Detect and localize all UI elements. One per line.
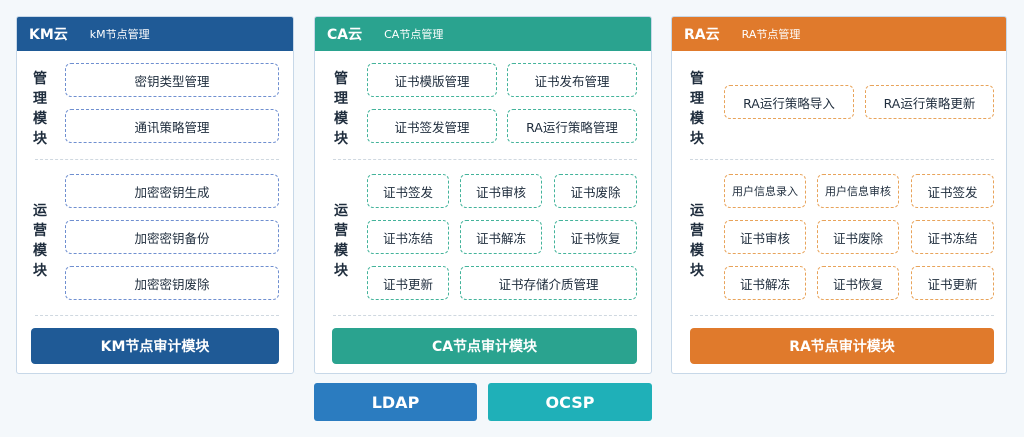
ra-ops-item[interactable]: 证书废除 — [817, 220, 899, 254]
km-ops-label: 运营模块 — [33, 203, 47, 279]
km-cloud-panel: KM云 kM节点管理 管理模块 密钥类型管理 通讯策略管理 运营模块 加密密钥生… — [16, 16, 294, 374]
ocsp-button[interactable]: OCSP — [488, 383, 652, 421]
ca-cloud-panel: CA云 CA节点管理 管理模块 证书模版管理 证书发布管理 证书签发管理 RA运… — [314, 16, 652, 374]
ca-mgmt-item[interactable]: 证书发布管理 — [507, 63, 637, 97]
ra-panel-header: RA云 RA节点管理 — [672, 17, 1006, 51]
ca-ops-item[interactable]: 证书恢复 — [554, 220, 637, 254]
ra-ops-item[interactable]: 证书解冻 — [724, 266, 806, 300]
ca-divider — [333, 315, 637, 316]
km-title: KM云 — [29, 27, 68, 43]
km-ops-item[interactable]: 加密密钥废除 — [65, 266, 279, 300]
ca-panel-header: CA云 CA节点管理 — [315, 17, 651, 51]
ra-ops-item[interactable]: 证书更新 — [911, 266, 994, 300]
ca-ops-item[interactable]: 证书解冻 — [460, 220, 542, 254]
ra-ops-item[interactable]: 证书审核 — [724, 220, 806, 254]
ra-ops-item[interactable]: 证书恢复 — [817, 266, 899, 300]
ca-mgmt-item[interactable]: RA运行策略管理 — [507, 109, 637, 143]
ra-title: RA云 — [684, 27, 720, 43]
ra-ops-item[interactable]: 用户信息审核 — [817, 174, 899, 208]
km-mgmt-item[interactable]: 密钥类型管理 — [65, 63, 279, 97]
ca-divider — [333, 159, 637, 160]
ra-ops-label: 运营模块 — [690, 203, 704, 279]
ca-ops-item[interactable]: 证书废除 — [554, 174, 637, 208]
km-audit-module[interactable]: KM节点审计模块 — [31, 328, 279, 364]
ca-subtitle: CA节点管理 — [384, 28, 444, 41]
ra-audit-module[interactable]: RA节点审计模块 — [690, 328, 994, 364]
ra-divider — [690, 159, 994, 160]
ra-ops-item[interactable]: 证书冻结 — [911, 220, 994, 254]
ra-ops-item[interactable]: 证书签发 — [911, 174, 994, 208]
ra-ops-item[interactable]: 用户信息录入 — [724, 174, 806, 208]
km-subtitle: kM节点管理 — [89, 28, 150, 41]
km-ops-item[interactable]: 加密密钥生成 — [65, 174, 279, 208]
ldap-button[interactable]: LDAP — [314, 383, 477, 421]
ra-cloud-panel: RA云 RA节点管理 管理模块 RA运行策略导入 RA运行策略更新 运营模块 用… — [671, 16, 1007, 374]
ca-ops-label: 运营模块 — [334, 203, 348, 279]
ra-mgmt-item[interactable]: RA运行策略更新 — [865, 85, 994, 119]
km-mgmt-item[interactable]: 通讯策略管理 — [65, 109, 279, 143]
ca-ops-item[interactable]: 证书冻结 — [367, 220, 449, 254]
ra-mgmt-label: 管理模块 — [690, 71, 704, 147]
ca-mgmt-item[interactable]: 证书签发管理 — [367, 109, 497, 143]
ca-mgmt-item[interactable]: 证书模版管理 — [367, 63, 497, 97]
ca-title: CA云 — [327, 27, 363, 43]
km-mgmt-label: 管理模块 — [33, 71, 47, 147]
km-ops-item[interactable]: 加密密钥备份 — [65, 220, 279, 254]
ca-ops-item[interactable]: 证书存储介质管理 — [460, 266, 637, 300]
ra-mgmt-item[interactable]: RA运行策略导入 — [724, 85, 854, 119]
km-divider — [35, 159, 279, 160]
ca-ops-item[interactable]: 证书签发 — [367, 174, 449, 208]
ca-ops-item[interactable]: 证书更新 — [367, 266, 449, 300]
km-divider — [35, 315, 279, 316]
ra-divider — [690, 315, 994, 316]
ca-ops-item[interactable]: 证书审核 — [460, 174, 542, 208]
ca-audit-module[interactable]: CA节点审计模块 — [332, 328, 637, 364]
ca-mgmt-label: 管理模块 — [334, 71, 348, 147]
km-panel-header: KM云 kM节点管理 — [17, 17, 293, 51]
ra-subtitle: RA节点管理 — [741, 28, 801, 41]
